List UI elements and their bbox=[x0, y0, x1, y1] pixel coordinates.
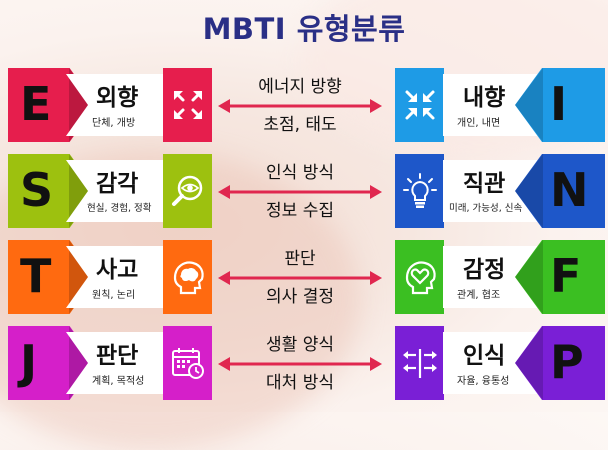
icon-box bbox=[163, 326, 212, 400]
type-card-left: J 판단 계획, 목적성 bbox=[8, 326, 212, 400]
type-card-right: 내향 개인, 내면 I bbox=[395, 68, 605, 142]
type-card-right: 감정 관계, 협조 F bbox=[395, 240, 605, 314]
mbti-row-energy: E 외향 단체, 개방 에너지 방향 bbox=[0, 68, 608, 142]
type-desc: 계획, 목적성 bbox=[92, 376, 145, 387]
mbti-row-lifestyle: J 판단 계획, 목적성 생활 양식 bbox=[0, 326, 608, 400]
mbti-row-judgment: T 사고 원칙, 논리 판단 의사 결정 bbox=[0, 240, 608, 314]
type-name: 내향 bbox=[463, 85, 506, 111]
axis-sublabel: 정보 수집 bbox=[266, 201, 334, 221]
axis-label: 인식 방식 bbox=[266, 163, 334, 183]
type-name: 직관 bbox=[463, 171, 506, 197]
type-name: 외향 bbox=[96, 85, 139, 111]
type-desc: 관계, 협조 bbox=[457, 290, 501, 301]
type-name: 감각 bbox=[96, 171, 139, 197]
type-letter: I bbox=[550, 77, 568, 131]
type-letter: T bbox=[20, 249, 52, 303]
icon-box bbox=[395, 68, 444, 142]
icon-box bbox=[395, 240, 444, 314]
type-card-left: E 외향 단체, 개방 bbox=[8, 68, 212, 142]
type-desc: 자율, 융통성 bbox=[457, 376, 510, 387]
type-name: 인식 bbox=[463, 343, 506, 369]
type-name: 판단 bbox=[96, 343, 139, 369]
brain-head-icon bbox=[163, 240, 212, 314]
axis-label: 에너지 방향 bbox=[258, 77, 342, 97]
compress-arrows-icon bbox=[395, 68, 444, 142]
type-desc: 현실, 경험, 정확 bbox=[87, 203, 152, 214]
page-title: MBTI 유형분류 bbox=[202, 12, 406, 46]
axis-sublabel: 초점, 태도 bbox=[263, 115, 337, 135]
type-letter: N bbox=[550, 163, 589, 217]
axis-label: 판단 bbox=[284, 249, 316, 269]
axis-middle: 인식 방식 정보 수집 bbox=[204, 154, 396, 228]
type-letter: P bbox=[550, 335, 584, 389]
type-letter: F bbox=[550, 249, 582, 303]
mbti-row-perception: S 감각 현실, 경험, 정확 인식 방식 정보 수집 bbox=[0, 154, 608, 228]
icon-box bbox=[163, 68, 212, 142]
double-arrow-icon bbox=[218, 185, 382, 199]
eye-magnifier-icon bbox=[163, 154, 212, 228]
signpost-arrows-icon bbox=[395, 326, 444, 400]
type-desc: 원칙, 논리 bbox=[92, 290, 136, 301]
icon-box bbox=[163, 154, 212, 228]
type-card-right: 직관 미래, 가능성, 신속 N bbox=[395, 154, 605, 228]
axis-middle: 판단 의사 결정 bbox=[204, 240, 396, 314]
icon-box bbox=[163, 240, 212, 314]
icon-box bbox=[395, 154, 444, 228]
type-card-left: S 감각 현실, 경험, 정확 bbox=[8, 154, 212, 228]
double-arrow-icon bbox=[218, 271, 382, 285]
type-name: 감정 bbox=[463, 257, 506, 283]
type-letter: E bbox=[20, 77, 52, 131]
axis-middle: 생활 양식 대처 방식 bbox=[204, 326, 396, 400]
type-desc: 단체, 개방 bbox=[92, 118, 136, 129]
expand-arrows-icon bbox=[163, 68, 212, 142]
type-card-right: 인식 자율, 융통성 P bbox=[395, 326, 605, 400]
type-desc: 미래, 가능성, 신속 bbox=[449, 203, 523, 214]
lightbulb-icon bbox=[395, 154, 444, 228]
double-arrow-icon bbox=[218, 99, 382, 113]
icon-box bbox=[395, 326, 444, 400]
axis-sublabel: 대처 방식 bbox=[266, 373, 334, 393]
type-desc: 개인, 내면 bbox=[457, 118, 501, 129]
axis-middle: 에너지 방향 초점, 태도 bbox=[204, 68, 396, 142]
heart-head-icon bbox=[395, 240, 444, 314]
axis-label: 생활 양식 bbox=[266, 335, 334, 355]
type-card-left: T 사고 원칙, 논리 bbox=[8, 240, 212, 314]
axis-sublabel: 의사 결정 bbox=[266, 287, 334, 307]
type-name: 사고 bbox=[96, 257, 139, 283]
type-letter: S bbox=[20, 163, 54, 217]
calendar-clock-icon bbox=[163, 326, 212, 400]
double-arrow-icon bbox=[218, 357, 382, 371]
type-letter: J bbox=[20, 335, 38, 389]
